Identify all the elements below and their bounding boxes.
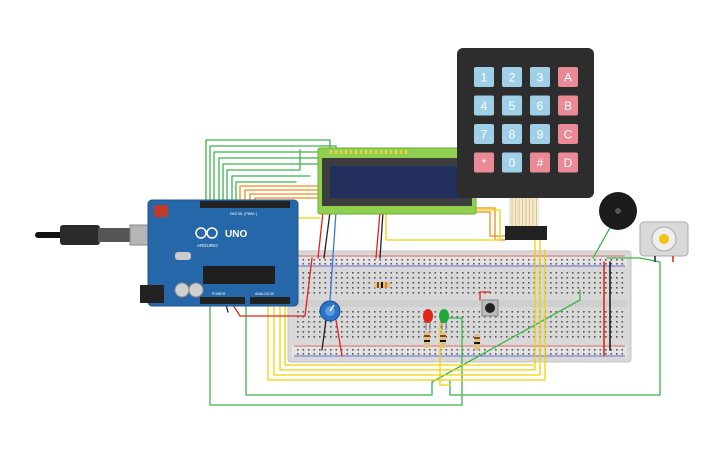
keypad-ribbon xyxy=(509,198,539,226)
keypad-key-label: 8 xyxy=(509,128,516,142)
keypad-key-6[interactable]: 6 xyxy=(530,95,550,116)
lcd-display[interactable] xyxy=(317,147,477,215)
digital-header xyxy=(200,201,290,208)
keypad-key-c[interactable]: C xyxy=(558,124,578,144)
keypad-key-label: 9 xyxy=(537,128,544,142)
keypad-key-5[interactable]: 5 xyxy=(502,95,522,116)
analog-header xyxy=(250,297,290,304)
keypad-key-4[interactable]: 4 xyxy=(474,95,494,116)
keypad-key-3[interactable]: 3 xyxy=(530,67,550,87)
keypad-key-label: 5 xyxy=(509,99,516,113)
board-model-label: UNO xyxy=(225,229,247,240)
breadboard-holes xyxy=(297,259,624,355)
dc-motor[interactable] xyxy=(639,221,689,262)
keypad-connector xyxy=(505,226,547,240)
lcd-screen xyxy=(330,166,464,198)
arduino-uno-board[interactable]: UNO ARDUINO DIGITAL (PWM~) POWER ANALOG … xyxy=(140,199,299,307)
keypad-key-9[interactable]: 9 xyxy=(530,124,550,144)
resistor-button[interactable] xyxy=(474,334,480,350)
keypad-key-star[interactable]: * xyxy=(474,152,494,173)
digital-header-label: DIGITAL (PWM~) xyxy=(230,212,257,216)
keypad-key-label: B xyxy=(564,99,572,113)
keypad-key-label: A xyxy=(564,71,572,85)
keypad-key-label: 4 xyxy=(481,99,488,113)
led-green[interactable] xyxy=(439,309,449,330)
led-red[interactable] xyxy=(423,309,433,330)
pushbutton[interactable] xyxy=(481,299,499,317)
keypad-key-label: 0 xyxy=(509,156,516,170)
keypad-key-b[interactable]: B xyxy=(558,95,578,116)
keypad-key-label: 7 xyxy=(481,128,488,142)
keypad-key-d[interactable]: D xyxy=(558,152,578,173)
keypad-key-label: 3 xyxy=(537,71,544,85)
red-black-wires xyxy=(225,211,611,357)
board-brand-label: ARDUINO xyxy=(197,243,218,248)
keypad-key-1[interactable]: 1 xyxy=(474,67,494,87)
atmega-chip xyxy=(203,266,275,284)
keypad-key-8[interactable]: 8 xyxy=(502,124,522,144)
potentiometer[interactable] xyxy=(319,300,341,322)
keypad-key-label: D xyxy=(564,156,573,170)
arduino-logo-icon xyxy=(195,227,218,239)
keypad-key-label: C xyxy=(564,128,573,142)
keypad-key-0[interactable]: 0 xyxy=(502,152,522,173)
yellow-wires xyxy=(259,202,546,386)
power-header-label: POWER xyxy=(212,292,226,296)
keypad-key-label: 2 xyxy=(509,71,516,85)
keypad-key-label: 6 xyxy=(537,99,544,113)
reset-button[interactable] xyxy=(154,205,168,217)
keypad-key-2[interactable]: 2 xyxy=(502,67,522,87)
resistor-top[interactable] xyxy=(374,282,390,288)
piezo-buzzer[interactable] xyxy=(599,192,637,230)
power-jack xyxy=(140,285,164,303)
keypad-key-7[interactable]: 7 xyxy=(474,124,494,144)
keypad-key-hash[interactable]: # xyxy=(530,152,550,173)
lcd-pins xyxy=(330,150,407,154)
keypad-key-a[interactable]: A xyxy=(558,67,578,87)
keypad-key-label: * xyxy=(482,156,487,170)
power-header xyxy=(200,297,245,304)
resistor-red-led[interactable] xyxy=(424,332,430,348)
keypad[interactable]: 1 2 3 A 4 5 6 B 7 8 9 C * 0 # D xyxy=(457,48,594,240)
keypad-key-label: # xyxy=(537,156,544,170)
analog-header-label: ANALOG IN xyxy=(255,292,275,296)
keypad-key-label: 1 xyxy=(481,71,488,85)
resistor-green-led[interactable] xyxy=(440,332,446,348)
